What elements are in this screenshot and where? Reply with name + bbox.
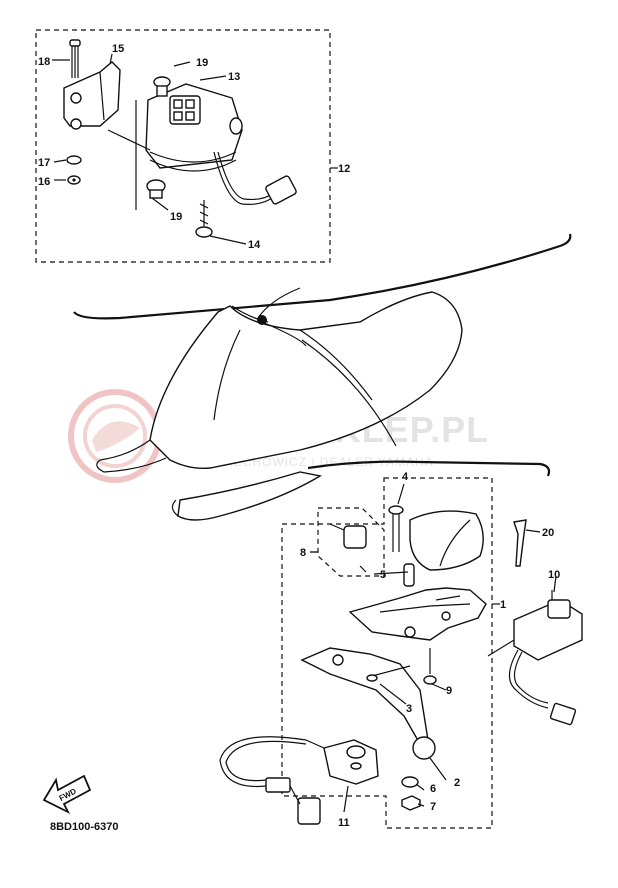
diagram-code: 8BD100-6370 [50,821,119,833]
callout-15: 15 [112,43,124,55]
bracket-15 [63,61,121,130]
switch-knob-8 [329,523,367,573]
callout-8: 8 [300,547,306,559]
callout-4: 4 [402,471,409,483]
switch-11 [305,739,379,785]
grommet-19-top [153,76,171,97]
washer-16 [67,175,81,185]
callout-17: 17 [38,157,50,169]
screw-14 [195,200,213,238]
snowmobile [96,291,463,521]
connector-11 [265,777,321,825]
callout-6: 6 [430,783,436,795]
switch-13 [145,83,243,172]
callout-19-top: 19 [196,57,208,69]
callout-7: 7 [430,801,436,813]
callout-9: 9 [446,685,452,697]
callout-1: 1 [500,599,506,611]
callout-11: 11 [338,817,350,829]
lever-ball-2 [412,736,436,760]
callout-3: 3 [406,703,412,715]
grommet-19-bottom [146,179,166,199]
callout-13: 13 [228,71,240,83]
inset-box-8 [317,507,385,577]
brake-lever-3 [300,647,429,745]
connector-10 [549,702,577,726]
switch-10 [513,590,583,661]
callout-14: 14 [248,239,261,251]
watermark-logo [68,389,162,483]
screw-9 [423,648,437,685]
nut-17 [66,155,82,165]
callout-12: 12 [338,163,350,175]
fwd-arrow-icon: FWD [42,774,92,815]
callout-16: 16 [38,176,50,188]
lever-cover [409,510,484,571]
bolt-18 [69,39,81,78]
bolt-4 [388,505,404,552]
inset-box-12 [35,29,331,263]
washer-6 [401,776,419,788]
callout-19-bottom: 19 [170,211,182,223]
pointer-curve-top [73,233,572,320]
callout-18: 18 [38,56,50,68]
spacer-5 [403,563,415,587]
pointer-curve-bottom [307,460,551,477]
lever-holder-1 [348,587,487,641]
nut-7 [401,795,421,811]
clamp-20 [513,519,527,567]
callout-20: 20 [542,527,554,539]
connector-13 [265,175,297,205]
inset-box-1 [281,477,493,829]
callout-5: 5 [380,569,386,581]
callout-2: 2 [454,777,460,789]
callout-10: 10 [548,569,560,581]
